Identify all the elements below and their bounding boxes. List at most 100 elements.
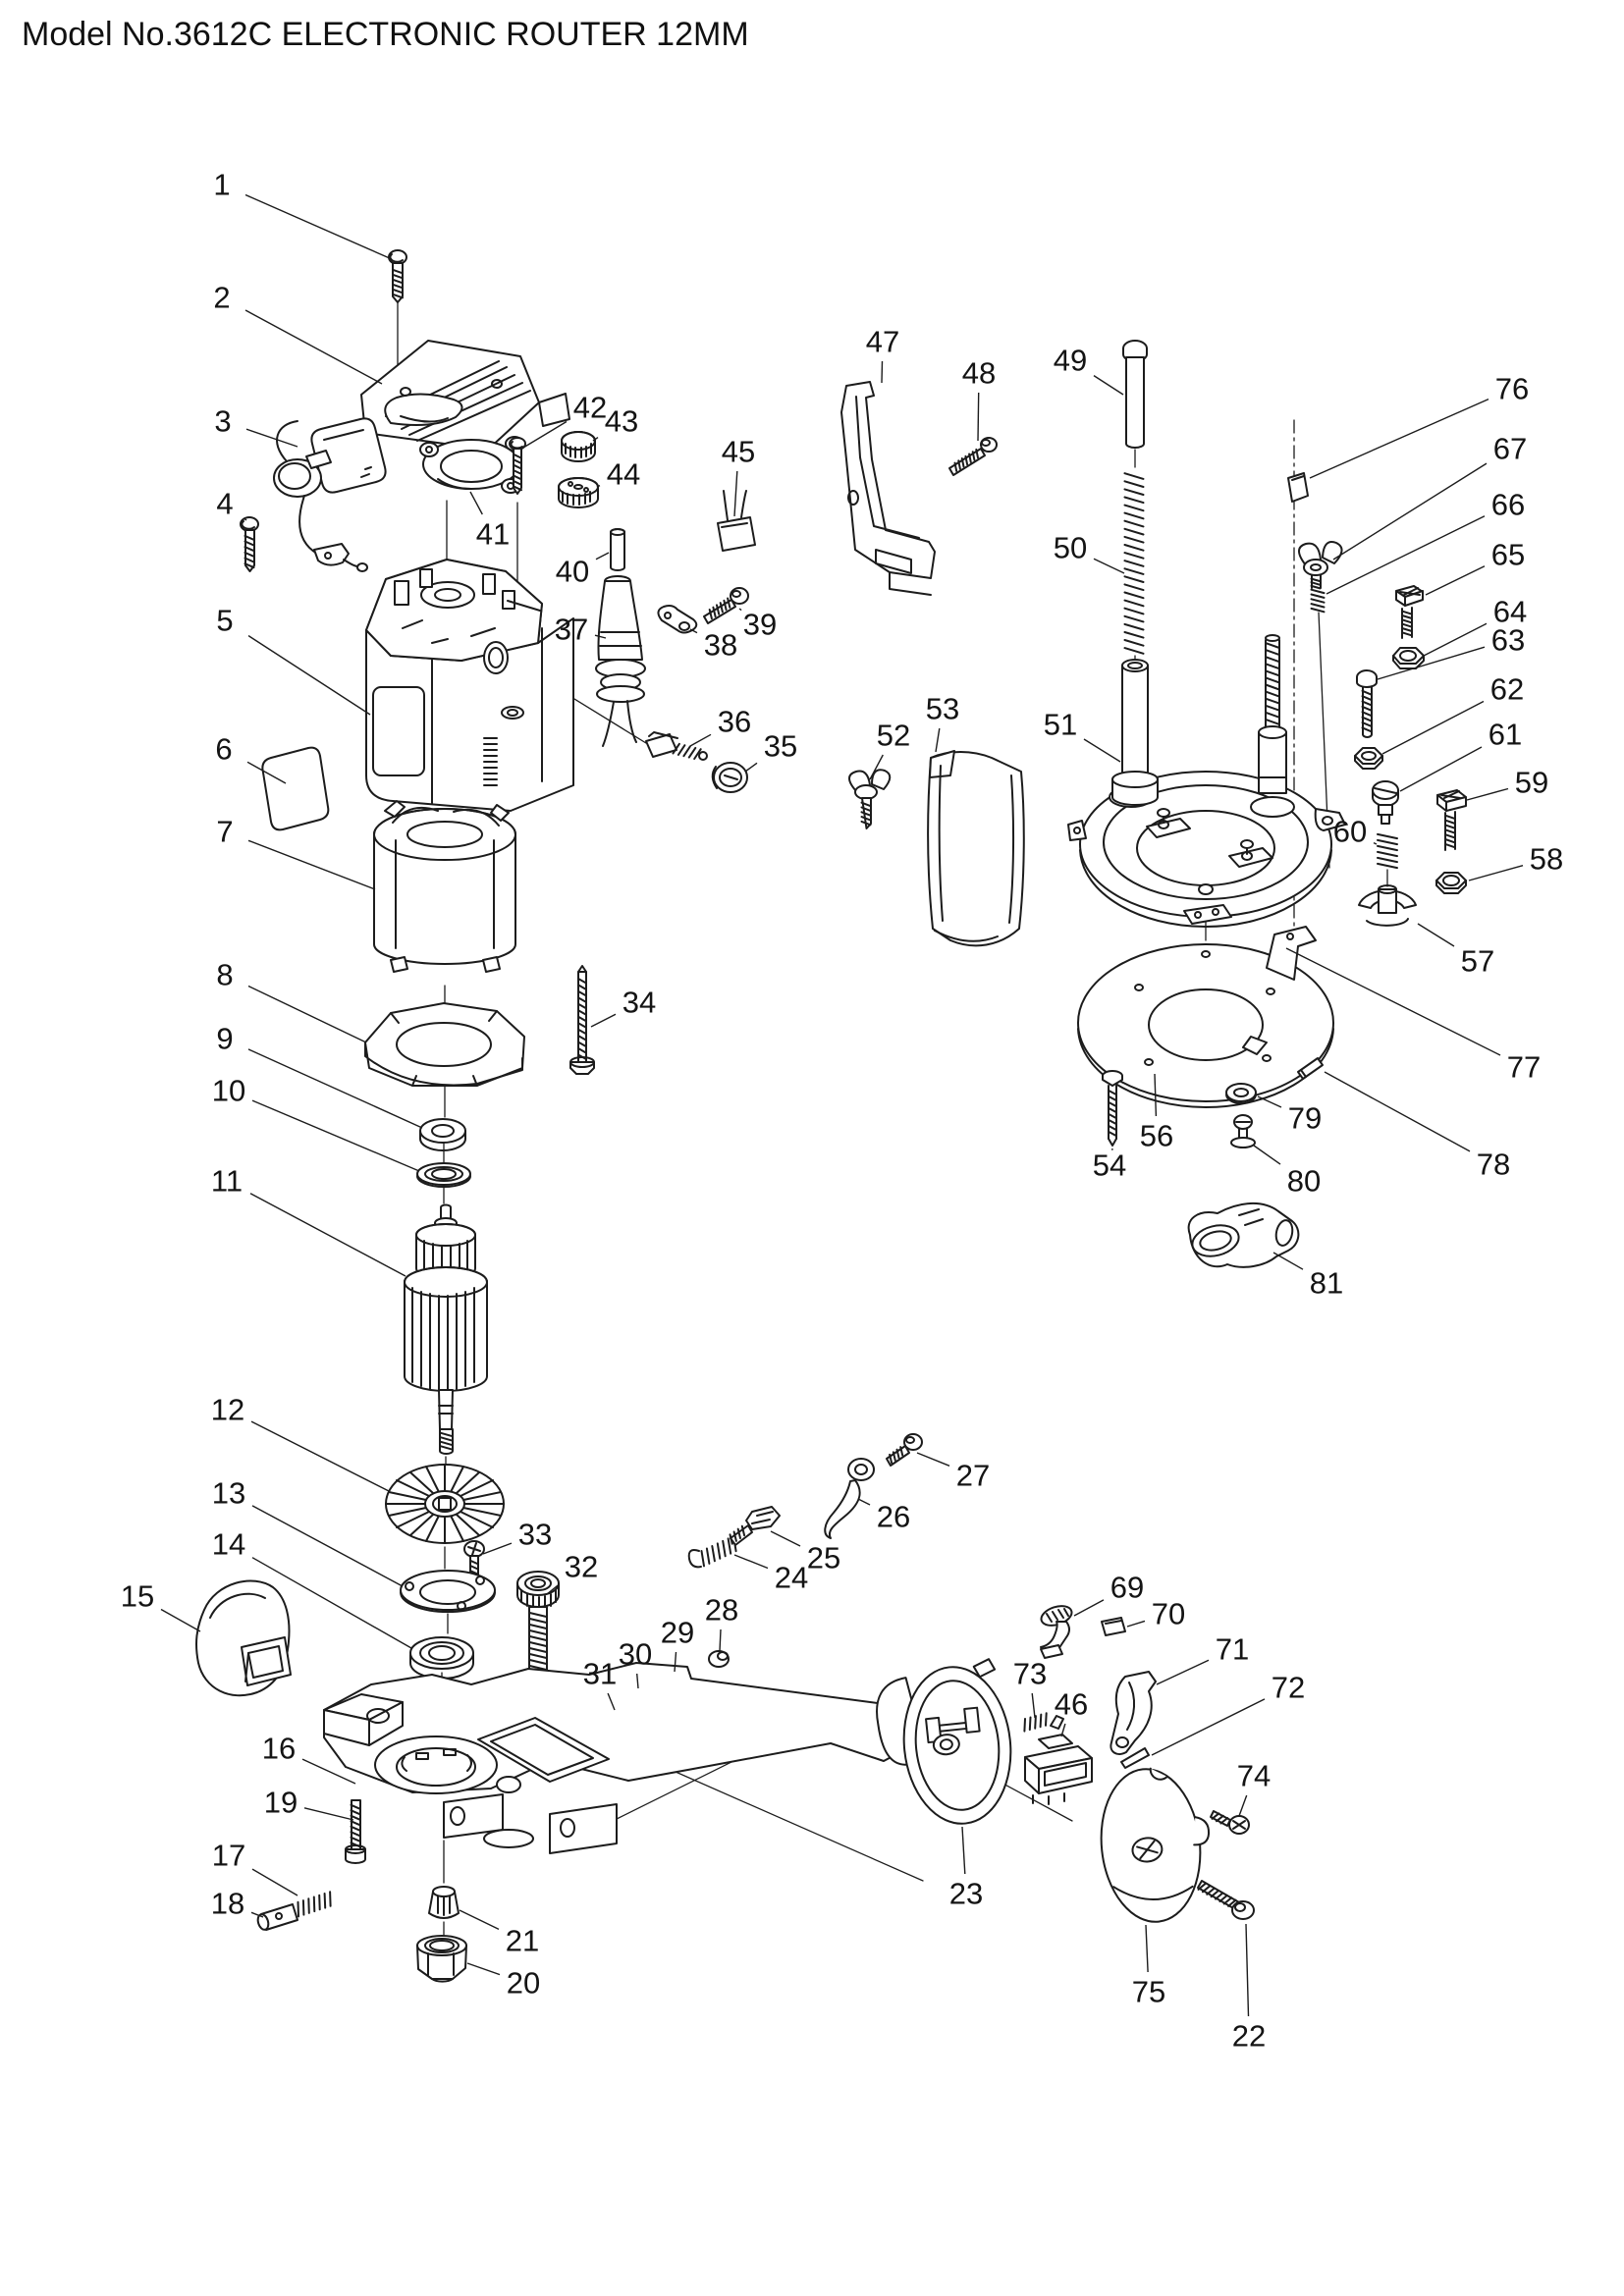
part-label-17: 17: [212, 1839, 245, 1873]
leader-line-46: [1060, 1723, 1066, 1737]
part-label-15: 15: [121, 1579, 154, 1614]
leader-line-31: [607, 1692, 616, 1711]
part-62-nut: [1354, 747, 1383, 770]
part-label-35: 35: [764, 729, 797, 764]
leader-line-43: [592, 437, 599, 442]
part-2-motor-housing-cover: [360, 340, 570, 451]
leader-line-58: [1468, 865, 1524, 881]
leader-line-52: [869, 754, 884, 780]
part-label-38: 38: [704, 628, 737, 663]
part-56-sub-base: [1077, 926, 1334, 1108]
part-24-spring: [687, 1534, 737, 1569]
part-label-58: 58: [1530, 842, 1563, 877]
part-12-fan: [385, 1464, 505, 1544]
part-label-18: 18: [211, 1887, 244, 1921]
part-label-28: 28: [705, 1593, 738, 1628]
part-17-spring: [297, 1891, 332, 1918]
leader-line-32: [546, 1584, 559, 1595]
part-28-sleeve: [708, 1650, 730, 1668]
leader-line-64: [1423, 622, 1488, 657]
part-label-6: 6: [215, 732, 232, 767]
part-23-guide-plate: [876, 1658, 1012, 1825]
part-label-7: 7: [216, 815, 233, 849]
part-54-screw: [1102, 1070, 1123, 1147]
part-label-53: 53: [926, 692, 959, 726]
leader-line-60: [1373, 841, 1378, 845]
leader-line-69: [1073, 1599, 1105, 1617]
part-label-4: 4: [216, 487, 233, 521]
part-38-cord-clamp: [657, 605, 698, 634]
part-label-21: 21: [506, 1924, 539, 1958]
part-52-wing-bolt: [848, 769, 892, 829]
leader-line-71: [1156, 1659, 1210, 1685]
leader-line-72: [1151, 1698, 1266, 1756]
leader-line-47: [881, 360, 884, 384]
leader-line-18: [250, 1911, 264, 1918]
part-20-collet-nut: [416, 1935, 467, 1983]
part-label-24: 24: [775, 1561, 808, 1595]
leader-line-63: [1377, 646, 1486, 680]
leader-line-29: [674, 1651, 677, 1673]
part-label-66: 66: [1491, 488, 1525, 522]
leader-line-26: [857, 1498, 871, 1506]
part-22-bolt: [1197, 1880, 1255, 1920]
part-71-lever: [1110, 1671, 1157, 1755]
leader-line-66: [1326, 515, 1486, 595]
part-label-81: 81: [1310, 1266, 1343, 1301]
part-48-screw: [948, 437, 998, 476]
part-label-8: 8: [216, 958, 233, 992]
part-18-lock-pin: [256, 1903, 298, 1931]
part-label-78: 78: [1477, 1148, 1510, 1182]
part-8-insulation-ring: [364, 1002, 525, 1087]
part-69-stopper-lever: [1040, 1605, 1073, 1659]
leader-line-77: [1285, 947, 1501, 1056]
part-21-collet-cone: [428, 1886, 460, 1919]
part-label-80: 80: [1287, 1164, 1321, 1199]
part-46-switch: [1024, 1715, 1093, 1805]
part-label-23: 23: [949, 1877, 983, 1911]
leader-line-61: [1399, 746, 1483, 792]
leader-line-67: [1332, 462, 1488, 561]
part-40-pin: [610, 528, 625, 571]
part-6-name-plate: [261, 746, 330, 831]
part-label-48: 48: [962, 356, 996, 391]
part-41-bearing-retainer: [419, 436, 524, 494]
leader-line-24: [733, 1554, 769, 1570]
part-5-motor-housing: [365, 559, 574, 812]
part-13-bearing-plate: [400, 1570, 496, 1613]
part-label-61: 61: [1489, 718, 1522, 752]
part-7-field: [373, 800, 516, 973]
part-label-32: 32: [565, 1550, 598, 1584]
part-label-57: 57: [1461, 944, 1494, 979]
part-25-bolt: [729, 1506, 781, 1546]
part-label-19: 19: [264, 1786, 298, 1820]
leader-line-81: [1272, 1252, 1304, 1270]
leader-line-38: [689, 628, 698, 634]
part-label-30: 30: [619, 1637, 652, 1672]
part-label-56: 56: [1140, 1119, 1173, 1153]
leader-line-79: [1257, 1095, 1282, 1108]
leader-line-22: [1245, 1923, 1250, 2017]
leader-line-40: [595, 552, 610, 561]
leader-line-34: [590, 1013, 617, 1028]
part-74-screw: [1210, 1810, 1250, 1835]
part-78-pin: [1297, 1057, 1324, 1080]
part-label-76: 76: [1495, 372, 1529, 406]
part-51-guide-post: [1111, 659, 1159, 806]
part-label-70: 70: [1152, 1597, 1185, 1631]
leader-line-50: [1093, 558, 1125, 574]
leader-line-8: [247, 985, 367, 1043]
part-label-64: 64: [1493, 595, 1527, 629]
part-label-33: 33: [518, 1518, 552, 1552]
part-label-79: 79: [1288, 1101, 1322, 1136]
part-15-knob: [195, 1579, 292, 1697]
part-label-41: 41: [476, 517, 510, 552]
part-58-nut: [1435, 872, 1467, 894]
part-32-lock-bolt: [516, 1571, 560, 1682]
part-3-speed-controller: [273, 417, 387, 572]
leader-line-80: [1253, 1145, 1281, 1165]
part-4-screw: [240, 516, 259, 572]
part-16-router-base: [323, 1662, 947, 1854]
part-label-25: 25: [807, 1541, 840, 1575]
